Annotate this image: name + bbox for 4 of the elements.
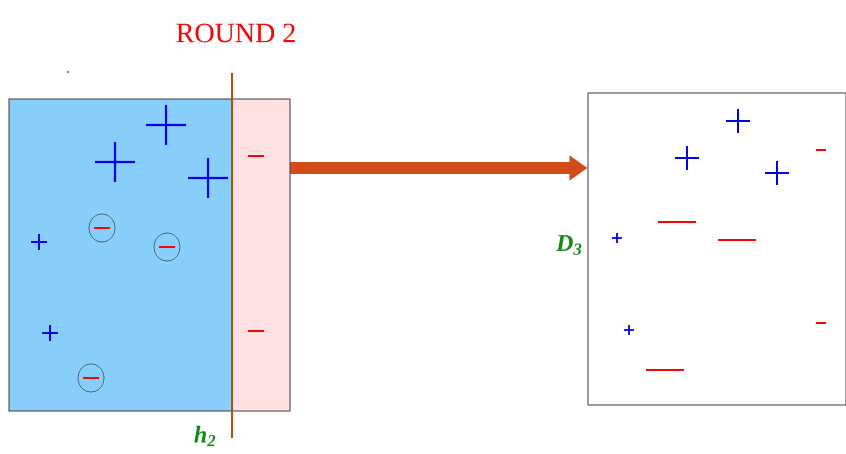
plot-frame <box>588 92 846 406</box>
title: ROUND 2 <box>176 24 295 42</box>
distribution-label: D$_{3}$ <box>556 235 582 255</box>
plot-frame <box>8 98 290 412</box>
